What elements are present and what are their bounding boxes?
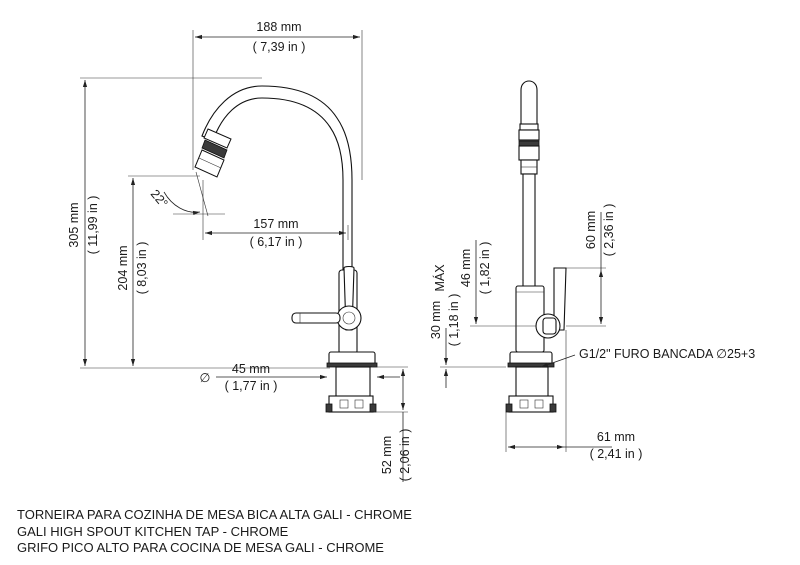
side-lower-mm: 30 mm <box>429 301 443 339</box>
max-label: MÁX <box>432 264 447 292</box>
base-diameter-mm: 45 mm <box>232 362 270 376</box>
side-lower-in: ( 1,18 in ) <box>447 294 461 347</box>
side-height-mm: 60 mm <box>584 211 598 249</box>
side-upper-mm: 46 mm <box>459 249 473 287</box>
height-total-mm: 305 mm <box>67 202 81 247</box>
front-view-faucet <box>194 85 378 413</box>
side-depth-in: ( 2,41 in ) <box>590 447 643 461</box>
caption-en: GALI HIGH SPOUT KITCHEN TAP - CHROME <box>17 523 289 539</box>
side-depth-mm: 61 mm <box>597 430 635 444</box>
side-dimension-lines <box>440 212 612 452</box>
base-diameter-in: ( 1,77 in ) <box>225 379 278 393</box>
width-total-mm: 188 mm <box>256 20 301 34</box>
product-captions: TORNEIRA PARA COZINHA DE MESA BICA ALTA … <box>17 507 412 557</box>
base-diameter-symbol: ∅ <box>200 371 211 385</box>
caption-es: GRIFO PICO ALTO PARA COCINA DE MESA GALI… <box>17 540 384 555</box>
spout-reach-in: ( 6,17 in ) <box>250 235 303 249</box>
spout-angle-label: 22° <box>148 187 171 210</box>
spout-height-mm: 204 mm <box>116 245 130 290</box>
spout-height-in: ( 8,03 in ) <box>135 242 149 295</box>
spout-reach-mm: 157 mm <box>253 217 298 231</box>
side-upper-in: ( 1,82 in ) <box>478 242 492 295</box>
front-dimension-lines <box>80 30 408 482</box>
side-view-faucet <box>505 80 567 413</box>
width-total-in: ( 7,39 in ) <box>253 40 306 54</box>
height-total-in: ( 11,99 in ) <box>86 196 100 255</box>
thread-note: G1/2" FURO BANCADA ∅25+3 <box>579 347 755 361</box>
shank-length-in: ( 2,06 in ) <box>398 429 412 482</box>
side-height-in: ( 2,36 in ) <box>602 204 616 257</box>
shank-length-mm: 52 mm <box>380 436 394 474</box>
caption-pt: TORNEIRA PARA COZINHA DE MESA BICA ALTA … <box>17 507 412 522</box>
